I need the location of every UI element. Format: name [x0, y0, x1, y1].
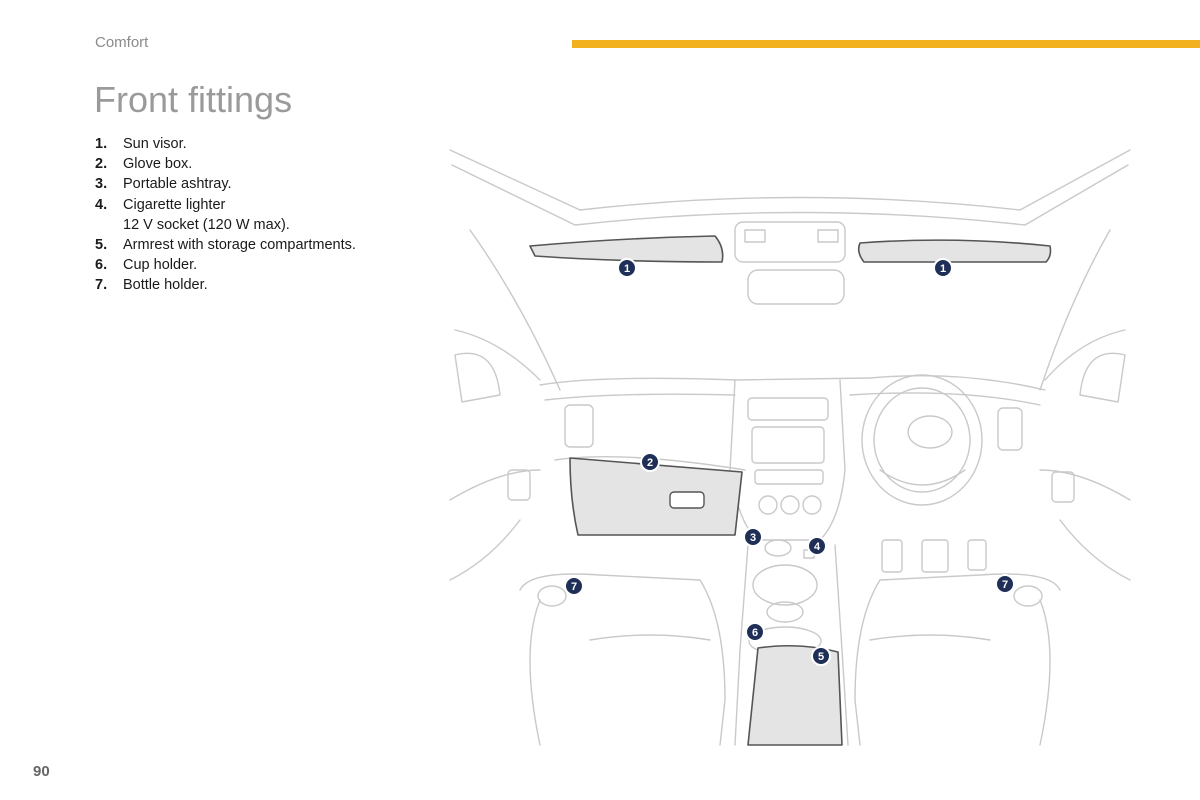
legend-number: 6. — [95, 257, 108, 274]
page-number: 90 — [33, 763, 50, 780]
car-interior-illustration: 1 1 2 3 4 7 6 5 7 — [449, 149, 1131, 746]
svg-text:3: 3 — [750, 532, 756, 544]
legend-list: 1. Sun visor. 2. Glove box. 3. Portable ash… — [95, 134, 356, 296]
callout-7: 7 — [995, 574, 1015, 594]
legend-text: Cup holder. — [123, 257, 198, 274]
legend-number: 7. — [95, 277, 108, 294]
legend-number: 3. — [95, 176, 108, 193]
legend-text: Portable ashtray. — [123, 176, 232, 193]
legend-item: 7. Bottle holder. — [95, 275, 356, 295]
callout-7: 7 — [564, 576, 584, 596]
page-title: Front fittings — [94, 79, 293, 120]
legend-item: 6. Cup holder. — [95, 255, 356, 275]
callout-1: 1 — [933, 258, 953, 278]
armrest — [747, 644, 843, 746]
callout-markers: 1 1 2 3 4 7 6 5 7 — [564, 258, 1015, 666]
legend-item: 1. Sun visor. — [95, 134, 356, 154]
legend-number: 4. — [95, 196, 108, 213]
legend-item: 5. Armrest with storage compartments. — [95, 235, 356, 255]
svg-text:4: 4 — [814, 541, 821, 553]
callout-3: 3 — [743, 527, 763, 547]
glove-box-handle — [669, 491, 705, 509]
callout-1: 1 — [617, 258, 637, 278]
legend-item: 2. Glove box. — [95, 154, 356, 174]
sun-visor-left — [529, 235, 724, 263]
svg-text:7: 7 — [1002, 579, 1008, 591]
legend-text: Glove box. — [123, 156, 193, 173]
legend-text: Sun visor. — [123, 136, 187, 152]
legend-text: Cigarette lighter 12 V socket (120 W max… — [123, 196, 290, 233]
callout-4: 4 — [807, 536, 827, 556]
section-label: Comfort — [95, 34, 149, 51]
svg-text:5: 5 — [818, 651, 824, 663]
legend-number: 5. — [95, 237, 108, 254]
svg-text:1: 1 — [940, 263, 946, 275]
callout-5: 5 — [811, 646, 831, 666]
sun-visor-right — [857, 239, 1052, 263]
legend-text: Armrest with storage compartments. — [123, 237, 356, 254]
accent-bar — [572, 40, 1200, 48]
glove-box — [569, 457, 743, 536]
svg-text:7: 7 — [571, 581, 577, 593]
legend-item: 3. Portable ashtray. — [95, 174, 356, 194]
legend-item: 4. Cigarette lighter 12 V socket (120 W m… — [95, 195, 356, 235]
svg-text:2: 2 — [647, 457, 653, 469]
svg-text:1: 1 — [624, 263, 630, 275]
svg-text:6: 6 — [752, 627, 758, 639]
legend-number: 1. — [95, 136, 108, 152]
callout-6: 6 — [745, 622, 765, 642]
legend-number: 2. — [95, 156, 108, 173]
callout-2: 2 — [640, 452, 660, 472]
legend-text: Bottle holder. — [123, 277, 208, 294]
